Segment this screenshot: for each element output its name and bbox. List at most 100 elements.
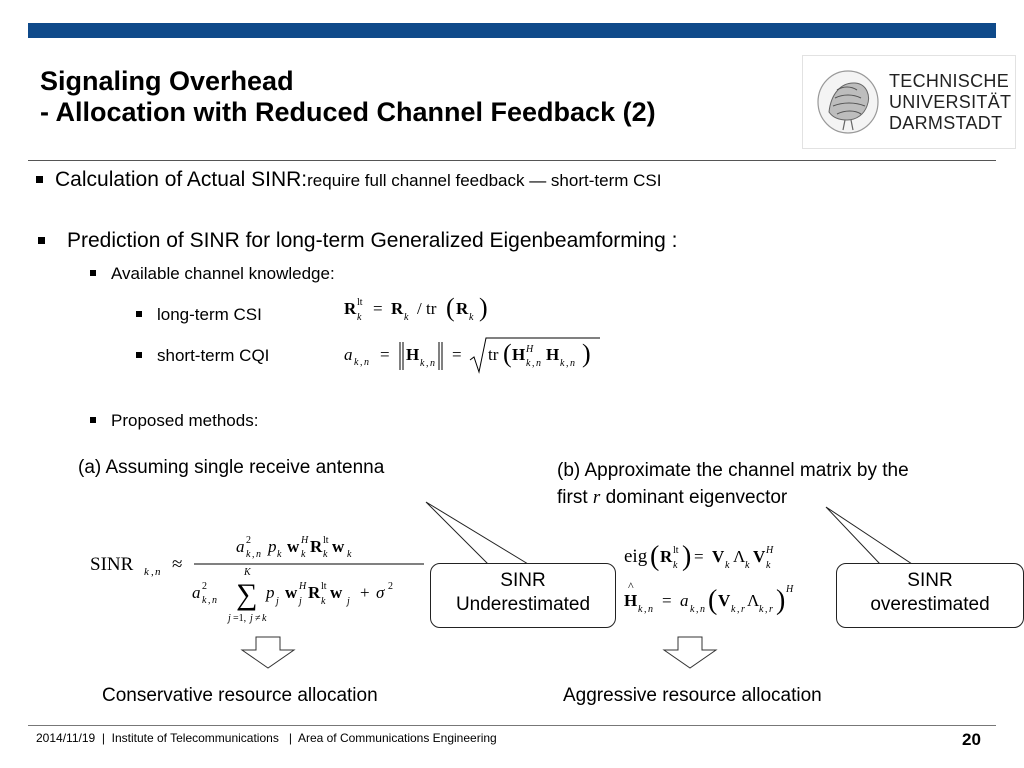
svg-text:H: H <box>525 344 534 355</box>
longterm-csi-equation: R lt k = R k / tr ( R k ) <box>344 293 488 323</box>
title-line-2: - Allocation with Reduced Channel Feedba… <box>40 97 656 127</box>
svg-text:k: k <box>526 358 531 369</box>
svg-text:k: k <box>404 312 409 323</box>
svg-text:k: k <box>759 604 764 615</box>
svg-text:H: H <box>624 591 637 610</box>
svg-text:a: a <box>344 345 353 364</box>
svg-text:k: k <box>745 560 750 571</box>
svg-text:Λ: Λ <box>747 591 760 610</box>
svg-text:k: k <box>638 604 643 615</box>
svg-text:2: 2 <box>246 535 251 546</box>
svg-text:k: k <box>246 549 251 560</box>
svg-text:n: n <box>700 604 705 615</box>
svg-text:a: a <box>192 583 201 602</box>
svg-text:k: k <box>323 549 328 560</box>
svg-text:=: = <box>452 345 462 364</box>
page-number: 20 <box>962 730 981 749</box>
svg-text:n: n <box>364 357 369 368</box>
svg-text:tr: tr <box>488 345 499 364</box>
svg-text:n: n <box>648 604 653 615</box>
sinr-approx-equation: SINR k , n ≈ a 2 k , n p k w H k R lt k … <box>90 535 424 624</box>
svg-text:R: R <box>308 583 321 602</box>
footer-text: 2014/11/19 | Institute of Telecommunicat… <box>36 731 497 745</box>
svg-text:lt: lt <box>321 581 327 592</box>
svg-text:w: w <box>287 537 300 556</box>
svg-text:k: k <box>673 560 678 571</box>
title-divider <box>28 160 996 161</box>
svg-text:j: j <box>345 596 350 607</box>
svg-text:,: , <box>426 358 429 369</box>
svg-text:k: k <box>560 358 565 369</box>
svg-text:R: R <box>344 299 357 318</box>
bullet-square <box>90 417 96 423</box>
svg-text:H: H <box>546 345 559 364</box>
slide-title: Signaling Overhead - Allocation with Red… <box>40 66 656 128</box>
svg-text:=: = <box>373 299 383 318</box>
svg-text:j: j <box>274 596 279 607</box>
university-logo: TECHNISCHE UNIVERSITÄT DARMSTADT <box>802 55 1016 149</box>
shortterm-cqi-equation: a k , n = H k , n = tr ( H H k , n H k ,… <box>344 337 600 374</box>
svg-text:H: H <box>765 545 774 556</box>
footer-divider <box>28 725 996 726</box>
svg-text:r: r <box>741 604 745 615</box>
svg-text:,: , <box>696 604 699 615</box>
svg-text:a: a <box>236 537 245 556</box>
svg-text:r: r <box>769 604 773 615</box>
svg-text:,: , <box>644 604 647 615</box>
svg-text:k: k <box>725 560 730 571</box>
svg-text:H: H <box>300 535 309 546</box>
bullet-square <box>38 237 45 244</box>
bullet-square <box>136 311 142 317</box>
svg-text:=: = <box>662 591 672 610</box>
conservative-allocation-text: Conservative resource allocation <box>102 685 378 706</box>
aggressive-allocation-text: Aggressive resource allocation <box>563 685 822 706</box>
svg-text:p: p <box>265 583 275 602</box>
svg-text:k: k <box>262 613 267 624</box>
svg-text:w: w <box>285 583 298 602</box>
bullet-longterm-csi: long-term CSI <box>136 305 262 325</box>
svg-text:k: k <box>469 312 474 323</box>
bullet-shortterm-cqi: short-term CQI <box>136 346 269 366</box>
svg-text:n: n <box>155 566 161 578</box>
bullet-square <box>90 270 96 276</box>
svg-text:): ) <box>776 585 785 616</box>
bullet-square <box>136 352 142 358</box>
header-bar <box>28 23 996 38</box>
svg-text:): ) <box>582 339 591 368</box>
svg-text:(: ( <box>650 541 659 572</box>
svg-text:V: V <box>712 547 725 566</box>
svg-text:eig: eig <box>624 546 648 567</box>
bullet-proposed-methods: Proposed methods: <box>90 411 258 431</box>
svg-text:k: k <box>347 549 352 560</box>
callout-sinr-underestimated: SINR Underestimated <box>430 563 616 628</box>
svg-text:n: n <box>570 358 575 369</box>
svg-text:H: H <box>298 581 307 592</box>
svg-text:≈: ≈ <box>172 554 182 575</box>
svg-text:n: n <box>536 358 541 369</box>
svg-text:H: H <box>785 584 794 595</box>
svg-text:R: R <box>456 299 469 318</box>
svg-text:k: k <box>420 358 425 369</box>
svg-text:=: = <box>380 345 390 364</box>
method-a-label: (a) Assuming single receive antenna <box>78 457 385 478</box>
down-arrow-icon <box>240 636 296 669</box>
svg-text:k: k <box>357 312 362 323</box>
svg-text:,: , <box>208 595 211 606</box>
svg-text:≠: ≠ <box>255 613 261 624</box>
svg-text:): ) <box>682 541 691 572</box>
seal-icon <box>817 70 879 134</box>
svg-text:a: a <box>680 591 689 610</box>
svg-text:lt: lt <box>673 545 679 556</box>
svg-text:n: n <box>430 358 435 369</box>
svg-text:,: , <box>765 604 768 615</box>
svg-text:,: , <box>151 566 154 578</box>
svg-text:p: p <box>267 537 277 556</box>
svg-text:,: , <box>252 549 255 560</box>
svg-text:j: j <box>226 613 231 624</box>
svg-text:=1,: =1, <box>233 613 246 624</box>
svg-text:lt: lt <box>323 535 329 546</box>
logo-wordmark: TECHNISCHE UNIVERSITÄT DARMSTADT <box>889 71 1012 133</box>
svg-text:k: k <box>731 604 736 615</box>
svg-text:^: ^ <box>628 579 634 593</box>
